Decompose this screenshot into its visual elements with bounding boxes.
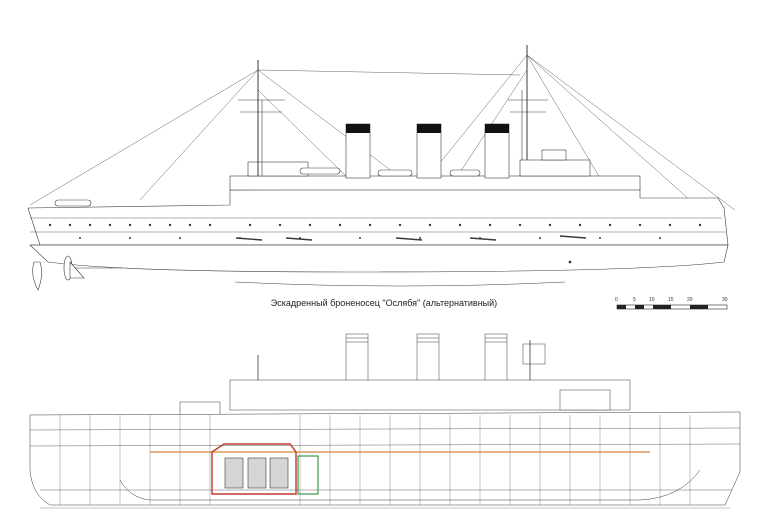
guns-top [235, 235, 587, 241]
scale-label-10: 10 [649, 297, 655, 303]
rigging [29, 54, 736, 211]
funnels-top [345, 123, 510, 179]
inboard-profile [29, 333, 741, 509]
scale-label-5: 5 [633, 297, 636, 303]
upper-hull [27, 187, 729, 246]
red-armored-citadel [211, 443, 297, 495]
green-compartment [297, 455, 319, 495]
scale-label-30: 30 [722, 297, 728, 303]
drawing-caption: Эскадренный броненосец "Ослябя" (альтерн… [270, 298, 498, 308]
scale-label-15: 15 [668, 297, 674, 303]
rudder-propeller [32, 255, 122, 291]
section-highlights [150, 443, 650, 495]
scale-label-0: 0 [615, 297, 618, 303]
portholes [48, 223, 702, 264]
scale-label-20: 20 [687, 297, 693, 303]
funnels-bottom [345, 333, 546, 393]
scale-bar [616, 304, 728, 310]
inboard-hull [29, 411, 741, 506]
lower-hull [29, 244, 729, 273]
side-elevation [27, 45, 736, 291]
frame-lines [59, 415, 691, 505]
